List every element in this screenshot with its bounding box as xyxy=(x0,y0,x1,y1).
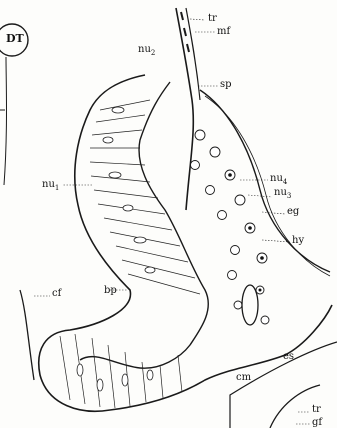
label-nu4: nu4 xyxy=(270,174,287,186)
corner-label: DT xyxy=(6,33,24,44)
label-tr: tr xyxy=(208,14,217,24)
label-mf: mf xyxy=(217,27,230,37)
right-membrane xyxy=(200,90,330,272)
label-nu3: nu3 xyxy=(274,188,291,200)
label-nu1-sub: 1 xyxy=(55,184,59,192)
label-cm: cm xyxy=(236,373,251,383)
top-strand xyxy=(176,8,200,210)
label-bp: bp xyxy=(104,286,117,296)
label-nu4-text: nu xyxy=(270,173,283,184)
label-cf: cf xyxy=(52,289,61,299)
label-eg: eg xyxy=(287,207,299,217)
left-fibre xyxy=(20,290,34,380)
label-es: es xyxy=(283,352,294,362)
oval-structure xyxy=(242,285,258,325)
epithelial-nuclei xyxy=(77,107,155,391)
label-nu1: nu1 xyxy=(42,180,59,192)
label-nu4-sub: 4 xyxy=(283,178,287,186)
columnar-cells xyxy=(60,100,200,408)
label-hy: hy xyxy=(292,236,304,246)
label-nu1-text: nu xyxy=(42,179,55,190)
label-nu3-sub: 3 xyxy=(287,192,291,200)
label-nu2: nu2 xyxy=(138,45,155,57)
corner-circle xyxy=(0,24,28,185)
label-sp: sp xyxy=(220,80,232,90)
label-nu2-text: nu xyxy=(138,44,151,55)
label-nu3-text: nu xyxy=(274,187,287,198)
label-gf: gf xyxy=(312,418,322,428)
label-nu2-sub: 2 xyxy=(151,49,155,57)
label-tr-inset: tr xyxy=(312,405,321,415)
